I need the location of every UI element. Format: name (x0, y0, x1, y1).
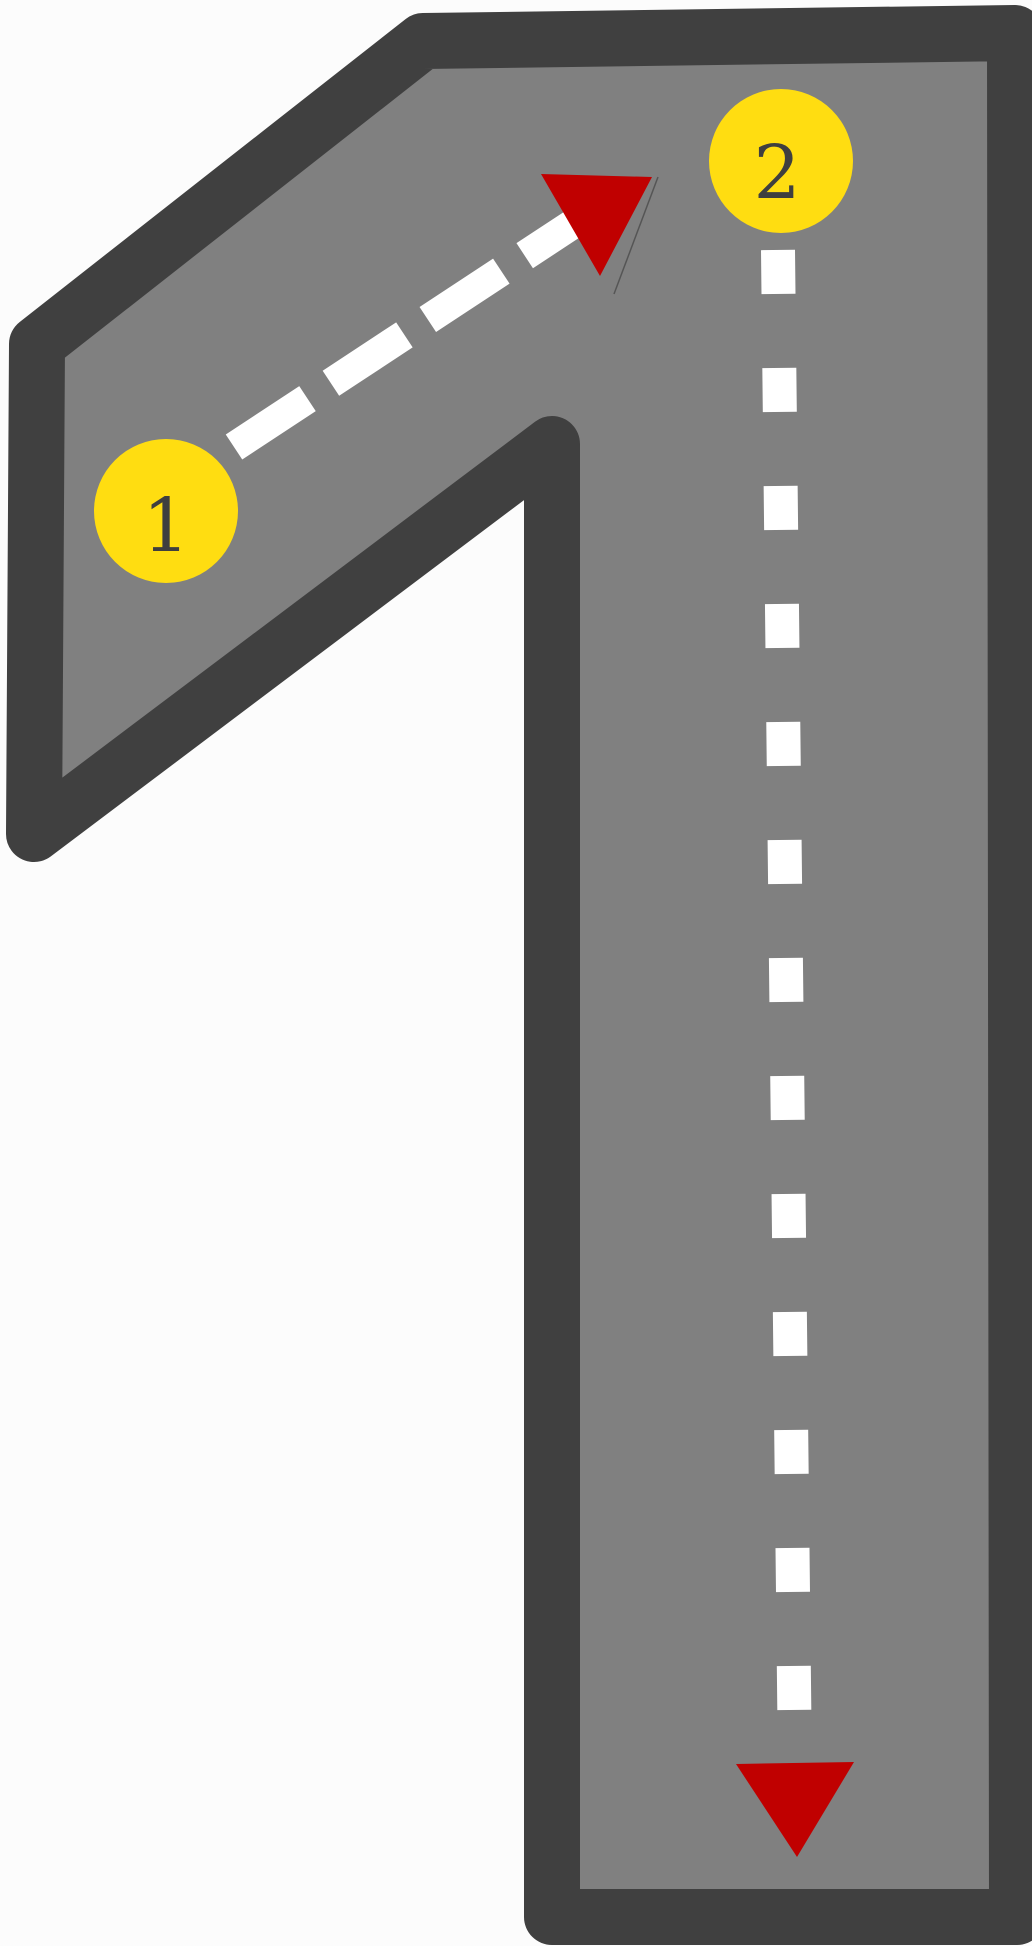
step-marker-1: 1 (94, 439, 238, 583)
step-marker-2: 2 (709, 89, 853, 233)
step-marker-1-label: 1 (142, 483, 189, 569)
road-shape (34, 33, 1017, 1917)
step-marker-2-label: 2 (753, 130, 800, 216)
